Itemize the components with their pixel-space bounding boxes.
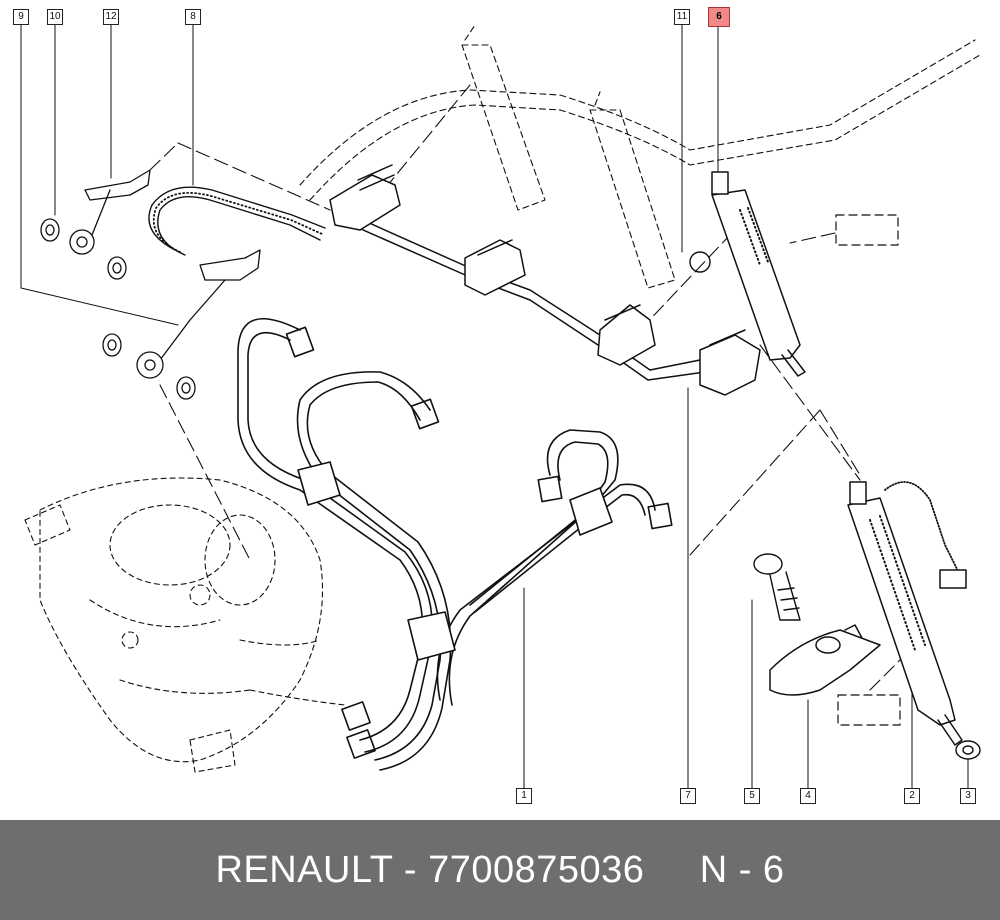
callout-7: 7 [680,788,696,804]
callout-6-highlighted: 6 [708,7,730,27]
callout-12: 12 [103,9,119,25]
injector-pipe-bundle [237,318,673,771]
callout-8: 8 [185,9,201,25]
reference-box-upper [835,214,899,246]
screw [753,553,801,621]
ghost-injectors [299,24,981,289]
exploded-parts-diagram [20,23,981,789]
part-caption-text: RENAULT - 7700875036 N - 6 [215,848,785,891]
callout-4: 4 [800,788,816,804]
part-caption-bar: RENAULT - 7700875036 N - 6 [0,820,1000,920]
injector-lower [847,481,967,746]
callout-5: 5 [744,788,760,804]
seal-ring [689,251,711,273]
reference-box-lower [837,694,901,726]
ghost-injection-pump [24,477,346,773]
leak-off-hose [329,164,761,396]
callout-2: 2 [904,788,920,804]
clamp [769,624,881,696]
leader-lines [20,23,969,789]
dashed-alignment-lines [149,84,901,691]
callout-10: 10 [47,9,63,25]
rubber-hose [148,186,326,256]
banjo-fittings [40,169,261,400]
nut [955,740,981,760]
callout-1: 1 [516,788,532,804]
callout-3: 3 [960,788,976,804]
callout-9: 9 [13,9,29,25]
injector-upper [711,171,806,377]
callout-11: 11 [674,9,690,25]
